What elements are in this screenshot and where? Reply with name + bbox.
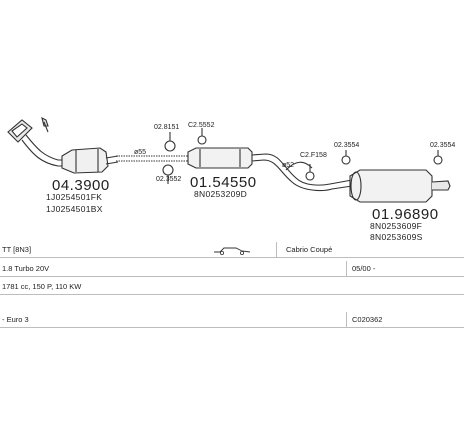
pipe-diameter: ø55 <box>134 149 147 156</box>
hanger-3 <box>197 135 207 145</box>
exhaust-drawing <box>7 116 451 203</box>
emission-norm: - Euro 3 <box>2 315 29 324</box>
accessory-ref: C2.F158 <box>300 152 327 159</box>
catalytic-converter <box>61 147 109 174</box>
hanger-5 <box>341 155 351 165</box>
table-row: TT [8N3] Cabrio Coupé <box>0 242 464 258</box>
oe-number: 1J0254501BX <box>46 204 103 214</box>
oe-number: 1J0254501FK <box>46 192 103 202</box>
catalogue-code: C020362 <box>352 315 383 324</box>
hanger-1 <box>164 140 176 152</box>
table-row: - Euro 3 C020362 <box>0 312 464 328</box>
vehicle-model: TT [8N3] <box>2 245 32 254</box>
engine-spec: 1781 cc, 150 P, 110 KW <box>2 282 82 291</box>
table-row <box>0 297 464 312</box>
table-row: 1781 cc, 150 P, 110 KW <box>0 279 464 295</box>
accessory-ref: 02.3552 <box>156 176 182 183</box>
part-number-front-pipe: 04.3900 <box>52 177 110 194</box>
accessory-ref: 02.3554 <box>430 142 456 149</box>
accessory-ref: 02.8151 <box>154 124 180 131</box>
part-number-rear-silencer: 01.96890 <box>372 206 439 223</box>
oe-number: 8N0253609F <box>370 221 423 231</box>
intermediate-pipe <box>116 155 190 162</box>
accessory-ref: C2.5552 <box>188 122 215 129</box>
part-number-middle-silencer: 01.54550 <box>190 174 257 191</box>
oe-number: 8N0253209D <box>194 189 248 199</box>
exhaust-diagram: 04.3900 1J0254501FK 1J0254501BX 01.54550… <box>7 116 456 242</box>
pipe-diameter: ø52 <box>282 162 295 169</box>
hanger-2 <box>162 164 174 176</box>
production-date: 05/00 - <box>352 264 376 273</box>
hanger-4 <box>305 171 315 181</box>
oe-number: 8N0253609S <box>370 232 423 242</box>
middle-silencer <box>187 147 253 169</box>
lambda-sensor <box>41 116 49 133</box>
accessory-ref: 02.3554 <box>334 142 360 149</box>
table-row: 1.8 Turbo 20V 05/00 - <box>0 261 464 277</box>
body-type: Cabrio Coupé <box>286 245 333 254</box>
rear-pipe <box>251 153 353 186</box>
engine: 1.8 Turbo 20V <box>2 264 50 273</box>
front-pipe <box>25 134 64 161</box>
hanger-6 <box>433 155 443 165</box>
rear-silencer <box>349 169 433 203</box>
car-silhouette-icon <box>214 247 251 255</box>
